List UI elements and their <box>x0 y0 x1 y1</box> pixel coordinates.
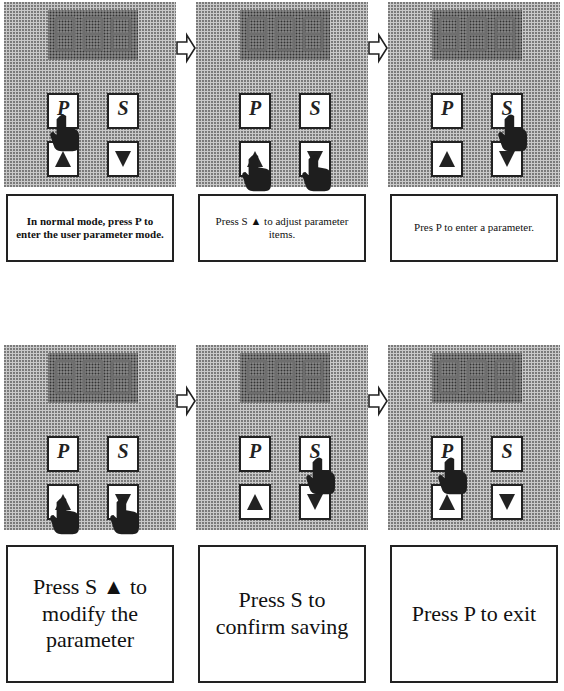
key-letter: S <box>501 441 512 461</box>
caption-box: Press P to exit <box>390 545 558 683</box>
caption-text: In normal mode, press P to enter the use… <box>16 215 164 242</box>
key-letter: P <box>57 441 69 461</box>
key-letter: P <box>441 98 453 118</box>
caption-text: Press S ▲ to adjust parameter items. <box>208 215 356 242</box>
key-letter: P <box>249 441 261 461</box>
pressing-hands <box>50 114 527 534</box>
key-letter: P <box>57 98 69 118</box>
keypad-picture <box>196 345 368 530</box>
key-letter: S <box>501 98 512 118</box>
caption-text: Pres P to enter a parameter. <box>414 221 534 234</box>
caption-text: Press S ▲ to modify the parameter <box>16 574 164 654</box>
caption-box: Press S ▲ to modify the parameter <box>6 545 174 683</box>
step-panel: Press S ▲ to modify the parameter <box>4 345 176 683</box>
caption-box: Press S ▲ to adjust parameter items. <box>198 194 366 262</box>
step-panel: Press S to confirm saving <box>196 345 368 683</box>
step-panel: Pres P to enter a parameter. <box>388 2 560 262</box>
key-letter: S <box>117 441 128 461</box>
step-panel: Press S ▲ to adjust parameter items. <box>196 2 368 262</box>
flow-arrow <box>177 388 195 414</box>
keypad-picture <box>4 345 176 530</box>
key-letter: S <box>309 441 320 461</box>
key-letter: P <box>441 441 453 461</box>
keypad-picture <box>388 345 560 530</box>
caption-text: Press P to exit <box>412 601 536 628</box>
keypad-picture <box>196 2 368 187</box>
flow-arrow <box>369 35 387 61</box>
caption-box: In normal mode, press P to enter the use… <box>6 194 174 262</box>
keypad-picture <box>388 2 560 187</box>
caption-text: Press S to confirm saving <box>208 587 356 641</box>
keypad-picture <box>4 2 176 187</box>
key-letter: S <box>117 98 128 118</box>
step-panel: Press P to exit <box>388 345 560 683</box>
flow-arrow <box>369 388 387 414</box>
key-letter: P <box>249 98 261 118</box>
caption-box: Pres P to enter a parameter. <box>390 194 558 262</box>
step-panel: In normal mode, press P to enter the use… <box>4 2 176 262</box>
flow-arrow <box>177 35 195 61</box>
key-letter: S <box>309 98 320 118</box>
caption-box: Press S to confirm saving <box>198 545 366 683</box>
